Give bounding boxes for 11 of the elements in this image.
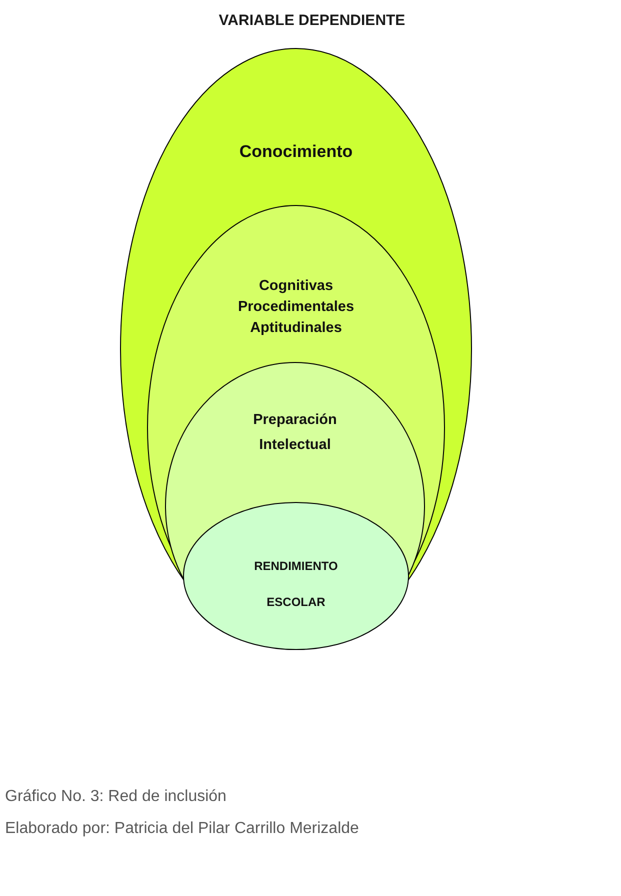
node-label: Conocimiento <box>238 142 354 162</box>
inner-ellipse <box>165 362 425 650</box>
author-credit: Elaborado por: Patricia del Pilar Carrillo Merizalde <box>5 820 359 838</box>
figure-caption: Gráfico No. 3: Red de inclusión <box>5 788 226 806</box>
core-ellipse <box>183 502 409 650</box>
outer-ellipse <box>120 48 472 650</box>
middle-ellipse <box>147 205 445 650</box>
node-label: Cognitivas Procedimentales Aptitudinales <box>236 277 356 338</box>
node-label: Preparación Intelectual <box>252 411 338 455</box>
diagram-title: VARIABLE DEPENDIENTE <box>218 12 406 29</box>
node-label: RENDIMIENTO ESCOLAR <box>253 558 339 611</box>
